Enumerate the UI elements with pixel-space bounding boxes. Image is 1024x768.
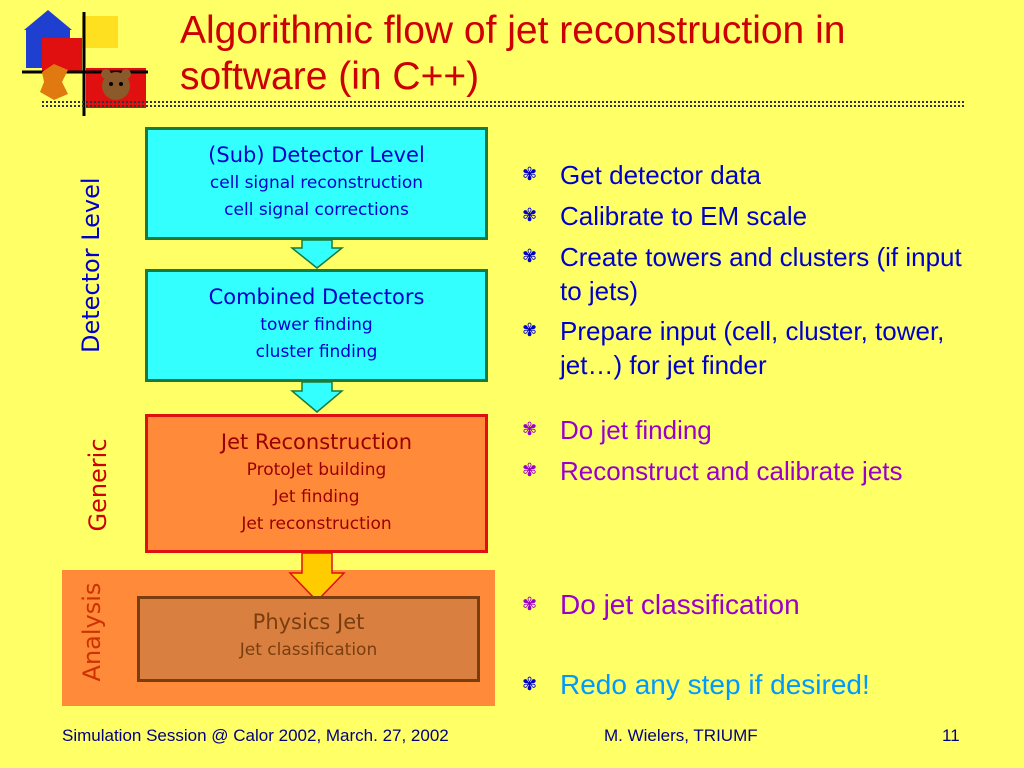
combined-line1: tower finding xyxy=(260,315,373,335)
bullet-item: ✾ Do jet classification xyxy=(522,588,962,622)
flow-arrow-2 xyxy=(290,382,344,413)
bullet-item: ✾ Calibrate to EM scale xyxy=(522,199,962,233)
page-number: 11 xyxy=(942,726,960,745)
bullet-text: Calibrate to EM scale xyxy=(560,201,808,231)
title-underline xyxy=(42,101,964,107)
combined-detectors-heading: Combined Detectors xyxy=(208,285,425,309)
flow-arrow-3 xyxy=(288,553,346,603)
bullet-item: ✾ Create towers and clusters (if input t… xyxy=(522,240,962,308)
paw-bullet-icon: ✾ xyxy=(522,320,538,340)
jet-reconstruction-heading: Jet Reconstruction xyxy=(220,430,413,454)
flow-arrow-1 xyxy=(290,240,344,269)
paw-bullet-icon: ✾ xyxy=(522,460,538,480)
paw-bullet-icon: ✾ xyxy=(522,164,538,184)
bullet-text: Redo any step if desired! xyxy=(560,669,870,700)
paw-bullet-icon: ✾ xyxy=(522,246,538,266)
bullet-text: Do jet classification xyxy=(560,589,800,620)
bullet-list: ✾ Get detector data ✾ Calibrate to EM sc… xyxy=(522,0,982,768)
footer-left: Simulation Session @ Calor 2002, March. … xyxy=(62,726,449,745)
sub-detector-level-box: (Sub) Detector Level cell signal reconst… xyxy=(145,127,488,240)
paw-bullet-icon: ✾ xyxy=(522,419,538,439)
jet-reco-line1: ProtoJet building xyxy=(246,460,387,480)
sub-detector-line2: cell signal corrections xyxy=(224,200,409,220)
footer-center: M. Wielers, TRIUMF xyxy=(604,726,758,745)
jet-reco-line2: Jet finding xyxy=(273,487,360,507)
paw-bullet-icon: ✾ xyxy=(522,205,538,225)
jet-reconstruction-box: Jet Reconstruction ProtoJet building Jet… xyxy=(145,414,488,553)
bullet-item: ✾ Do jet finding xyxy=(522,413,962,447)
bullet-text: Prepare input (cell, cluster, tower, jet… xyxy=(560,316,945,380)
physics-jet-box: Physics Jet Jet classification xyxy=(137,596,480,682)
bullet-text: Create towers and clusters (if input to … xyxy=(560,242,962,306)
bullet-item: ✾ Reconstruct and calibrate jets xyxy=(522,454,962,488)
bullet-item: ✾ Redo any step if desired! xyxy=(522,668,962,702)
physics-jet-heading: Physics Jet xyxy=(252,610,365,634)
physics-jet-line1: Jet classification xyxy=(239,640,378,660)
detector-level-label: Detector Level xyxy=(77,177,105,353)
bullet-text: Get detector data xyxy=(560,160,761,190)
bullet-text: Do jet finding xyxy=(560,415,712,445)
slide-title: Algorithmic flow of jet reconstruction i… xyxy=(180,9,846,98)
bullet-text: Reconstruct and calibrate jets xyxy=(560,456,903,486)
bullet-item: ✾ Get detector data xyxy=(522,158,962,192)
paw-bullet-icon: ✾ xyxy=(522,674,538,694)
jet-reco-line3: Jet reconstruction xyxy=(241,514,392,534)
bullet-item: ✾ Prepare input (cell, cluster, tower, j… xyxy=(522,314,962,382)
analysis-label: Analysis xyxy=(78,582,106,682)
generic-label: Generic xyxy=(84,438,112,532)
sub-detector-level-heading: (Sub) Detector Level xyxy=(208,143,425,167)
paw-bullet-icon: ✾ xyxy=(522,594,538,614)
combined-line2: cluster finding xyxy=(255,342,378,362)
sub-detector-line1: cell signal reconstruction xyxy=(209,173,424,193)
combined-detectors-box: Combined Detectors tower finding cluster… xyxy=(145,269,488,382)
